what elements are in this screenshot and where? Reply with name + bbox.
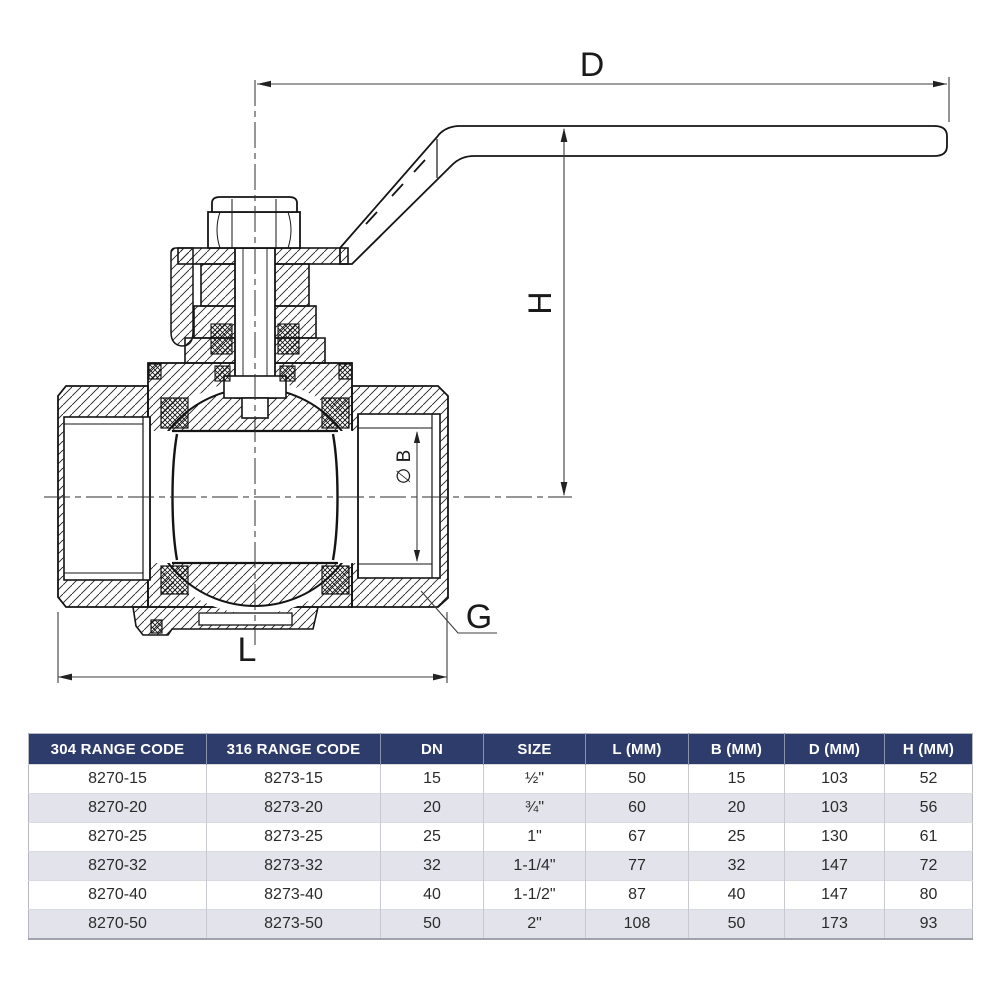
table-cell: 52 [884, 764, 973, 794]
centerlines [44, 80, 572, 645]
table-cell: 77 [585, 851, 689, 881]
table-cell: 147 [784, 851, 885, 881]
table-row: 8270-25 8273-25 25 1" 67 25 130 61 [28, 822, 973, 852]
table-row: 8270-20 8273-20 20 ¾" 60 20 103 56 [28, 793, 973, 823]
dimension-l [57, 612, 448, 683]
table-cell: 8273-20 [206, 793, 381, 823]
table-cell: 40 [688, 880, 785, 910]
table-cell: 1-1/2" [483, 880, 586, 910]
table-cell: 8270-15 [28, 764, 207, 794]
handle-grip [339, 125, 948, 265]
table-cell: 8270-25 [28, 822, 207, 852]
table-cell: 15 [688, 764, 785, 794]
bottom-boss-slot [198, 612, 293, 626]
table-cell: 15 [380, 764, 484, 794]
table-cell: 8273-15 [206, 764, 381, 794]
table-cell: 80 [884, 880, 973, 910]
table-cell: 20 [688, 793, 785, 823]
dim-l-label: L [238, 631, 257, 669]
table-header-row: 304 RANGE CODE 316 RANGE CODE DN SIZE L … [28, 733, 973, 765]
table-cell: 61 [884, 822, 973, 852]
spec-table: 304 RANGE CODE 316 RANGE CODE DN SIZE L … [28, 733, 973, 940]
table-header-cell: DN [380, 733, 484, 765]
table-cell: 56 [884, 793, 973, 823]
dimension-h [560, 128, 568, 496]
table-cell: 1-1/4" [483, 851, 586, 881]
table-cell: 173 [784, 909, 885, 939]
table-cell: 8273-32 [206, 851, 381, 881]
table-header-cell: SIZE [483, 733, 586, 765]
stem-packing [210, 323, 300, 382]
table-cell: 8270-32 [28, 851, 207, 881]
table-header-cell: B (MM) [688, 733, 785, 765]
table-header-cell: H (MM) [884, 733, 973, 765]
table-cell: 50 [585, 764, 689, 794]
dim-g-label: G [466, 598, 492, 636]
table-cell: 1" [483, 822, 586, 852]
table-cell: 25 [380, 822, 484, 852]
table-cell: 8273-25 [206, 822, 381, 852]
table-cell: 32 [380, 851, 484, 881]
table-header-cell: D (MM) [784, 733, 885, 765]
handle-section-ticks [365, 159, 426, 225]
table-cell: 72 [884, 851, 973, 881]
table-cell: 8270-20 [28, 793, 207, 823]
table-cell: 147 [784, 880, 885, 910]
table-cell: ¾" [483, 793, 586, 823]
dimensions [57, 77, 950, 683]
table-cell: 20 [380, 793, 484, 823]
table-header-cell: L (MM) [585, 733, 689, 765]
table-cell: 32 [688, 851, 785, 881]
seat-rings [148, 363, 353, 634]
table-row: 8270-50 8273-50 50 2" 108 50 173 93 [28, 909, 973, 939]
table-cell: 103 [784, 793, 885, 823]
handle [170, 125, 948, 347]
table-cell: 2" [483, 909, 586, 939]
table-header-cell: 304 RANGE CODE [28, 733, 207, 765]
left-port-bore [63, 416, 151, 581]
dimension-b [413, 431, 421, 562]
table-cell: 50 [688, 909, 785, 939]
table-row: 8270-15 8273-15 15 ½" 50 15 103 52 [28, 764, 973, 794]
table-cell: 103 [784, 764, 885, 794]
dim-h-label: H [522, 291, 558, 314]
table-cell: 93 [884, 909, 973, 939]
table-cell: 67 [585, 822, 689, 852]
table-cell: 8270-50 [28, 909, 207, 939]
table-cell: 108 [585, 909, 689, 939]
table-cell: 8273-50 [206, 909, 381, 939]
table-cell: 87 [585, 880, 689, 910]
spec-table-container: 304 RANGE CODE 316 RANGE CODE DN SIZE L … [28, 733, 973, 940]
dimension-d [257, 77, 950, 122]
table-cell: 8273-40 [206, 880, 381, 910]
ball-right-edge [331, 433, 339, 561]
leader-g [420, 590, 497, 634]
right-port-bore [357, 413, 441, 579]
table-cell: 25 [688, 822, 785, 852]
table-cell: 130 [784, 822, 885, 852]
table-cell: ½" [483, 764, 586, 794]
table-cell: 60 [585, 793, 689, 823]
table-row: 8270-40 8273-40 40 1-1/2" 87 40 147 80 [28, 880, 973, 910]
valve-technical-drawing: D H ∅ B G L [44, 46, 950, 683]
dim-d-label: D [580, 46, 605, 84]
hex-nut [207, 196, 301, 249]
table-header-cell: 316 RANGE CODE [206, 733, 381, 765]
table-row: 8270-32 8273-32 32 1-1/4" 77 32 147 72 [28, 851, 973, 881]
table-cell: 8270-40 [28, 880, 207, 910]
table-cell: 50 [380, 909, 484, 939]
dim-b-label: ∅ B [394, 450, 415, 485]
handle-lock-tab [170, 247, 194, 347]
table-cell: 40 [380, 880, 484, 910]
